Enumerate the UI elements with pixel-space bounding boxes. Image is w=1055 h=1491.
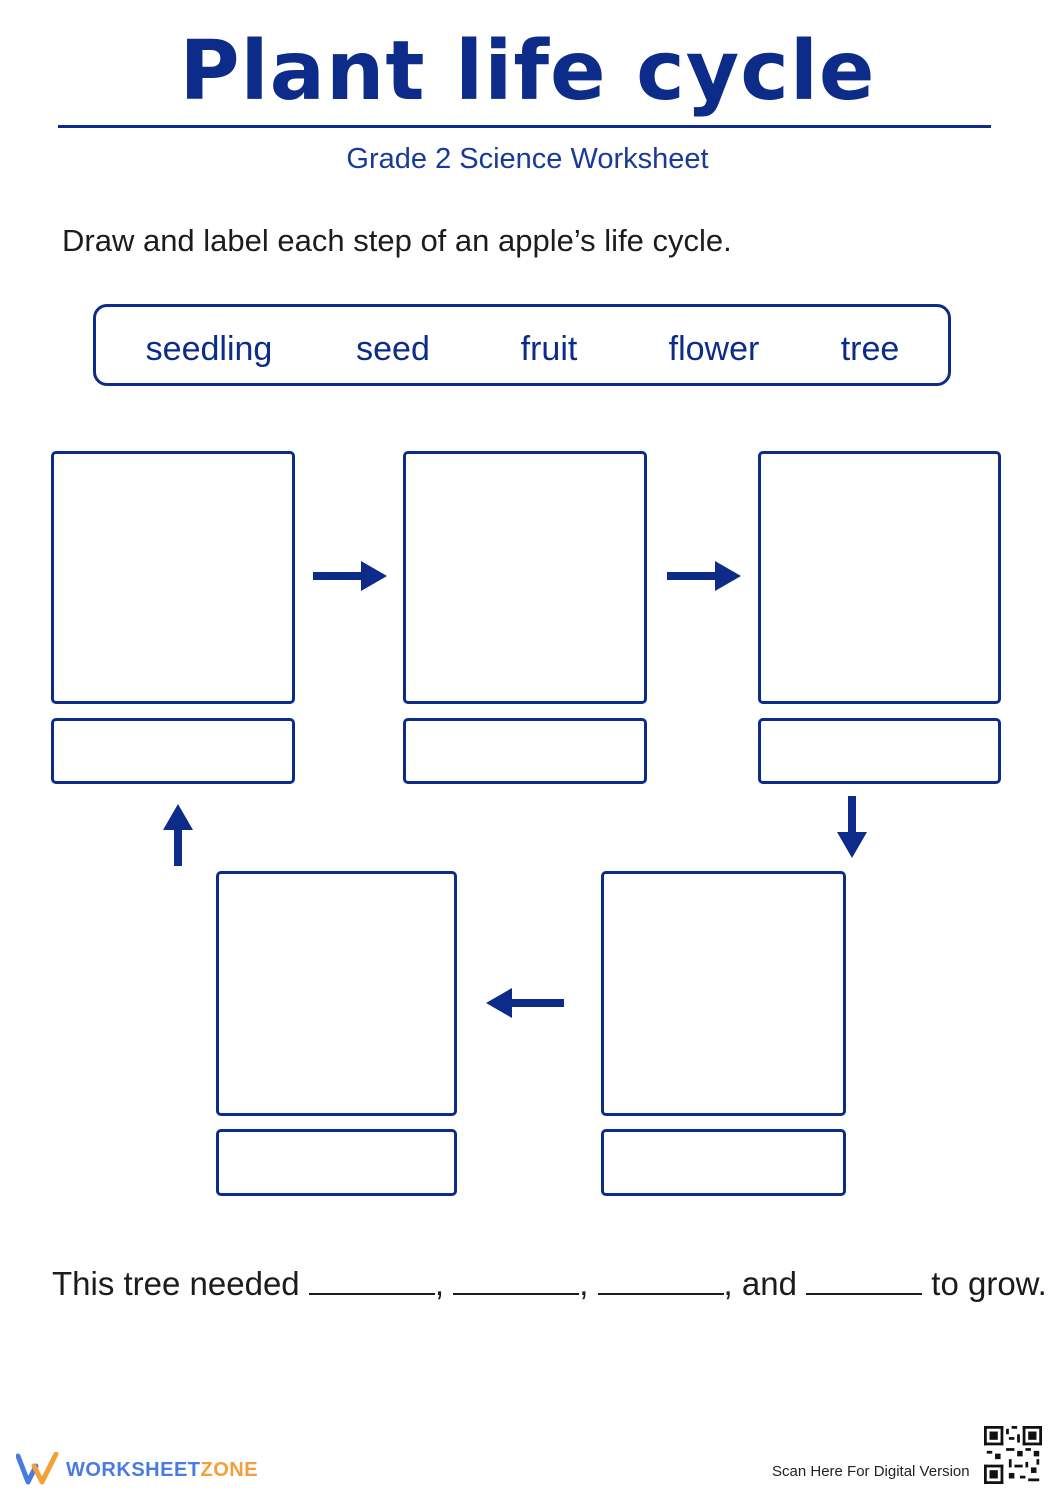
sentence-separator: , <box>434 1265 445 1302</box>
label-box-2[interactable] <box>403 718 647 784</box>
answer-blank-4[interactable] <box>806 1263 923 1295</box>
sentence-separator: , <box>579 1265 589 1302</box>
sentence-separator: , and <box>723 1265 797 1302</box>
drawing-box-4[interactable] <box>601 871 846 1116</box>
answer-blank-2[interactable] <box>453 1263 580 1295</box>
label-box-4[interactable] <box>601 1129 846 1196</box>
word-bank-item: seedling <box>145 330 273 368</box>
word-bank-item: seed <box>356 330 430 368</box>
qr-code-icon[interactable] <box>984 1426 1042 1484</box>
word-bank-item: tree <box>840 330 900 368</box>
title-divider <box>58 125 991 128</box>
word-bank <box>93 304 951 386</box>
drawing-box-5[interactable] <box>216 871 457 1116</box>
brand-part-1: WORKSHEET <box>66 1459 201 1481</box>
word-bank-item: flower <box>668 330 760 368</box>
sentence-end: to grow. <box>931 1265 1047 1302</box>
brand-name: WORKSHEETZONE <box>66 1458 258 1482</box>
arrow-up-icon <box>163 804 193 866</box>
completion-sentence: This tree needed , , , and to grow. <box>52 1262 1047 1306</box>
arrow-right-icon <box>667 561 741 591</box>
page-title: Plant life cycle <box>179 24 876 119</box>
arrow-down-icon <box>837 796 867 858</box>
label-box-3[interactable] <box>758 718 1001 784</box>
worksheetzone-logo-icon <box>16 1452 59 1485</box>
drawing-box-2[interactable] <box>403 451 647 704</box>
drawing-box-3[interactable] <box>758 451 1001 704</box>
answer-blank-3[interactable] <box>597 1263 724 1295</box>
arrow-left-icon <box>486 988 564 1018</box>
label-box-1[interactable] <box>51 718 295 784</box>
instruction-text: Draw and label each step of an apple’s l… <box>62 223 732 258</box>
drawing-box-1[interactable] <box>51 451 295 704</box>
sentence-start: This tree needed <box>52 1265 300 1302</box>
arrow-right-icon <box>313 561 387 591</box>
brand-part-2: ZONE <box>200 1459 259 1481</box>
worksheet-subtitle: Grade 2 Science Worksheet <box>346 143 709 175</box>
word-bank-item: fruit <box>520 330 578 368</box>
answer-blank-1[interactable] <box>308 1263 435 1295</box>
scan-caption: Scan Here For Digital Version <box>772 1463 970 1480</box>
label-box-5[interactable] <box>216 1129 457 1196</box>
